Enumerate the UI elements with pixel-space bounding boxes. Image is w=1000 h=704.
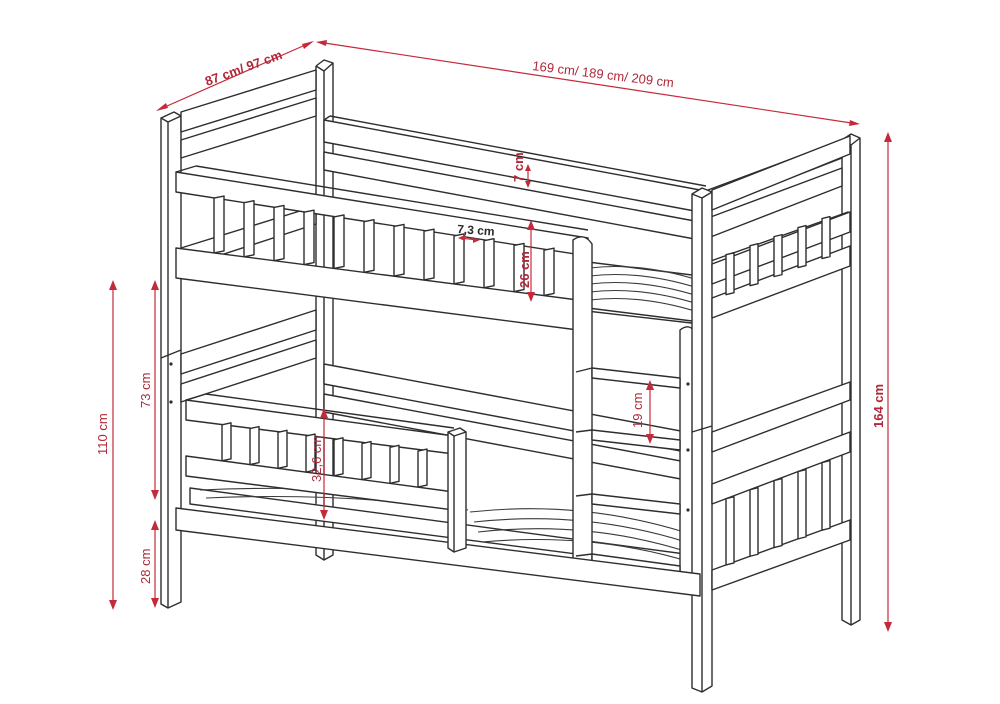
label-floor-clearance: 28 cm (138, 549, 153, 584)
upper-front-baluster (213, 195, 225, 254)
lower-front-baluster (361, 440, 372, 481)
lower-front-baluster (389, 444, 400, 485)
dimension-lines (109, 40, 892, 632)
lower-right-baluster (725, 496, 735, 566)
lower-right-baluster (749, 486, 759, 557)
lower-rail-end-post (447, 427, 467, 553)
label-ladder-step: 19 cm (630, 393, 645, 428)
label-slat-spacing: 7,3 cm (457, 222, 495, 239)
label-lower-height: 110 cm (95, 413, 110, 455)
post-front-right (686, 187, 713, 693)
post-front-left (160, 111, 182, 609)
label-rail-height-top: 26 cm (517, 251, 532, 288)
upper-front-balusters (213, 195, 555, 297)
upper-right-baluster (749, 242, 759, 287)
lower-front-baluster (305, 433, 316, 473)
upper-front-baluster (363, 219, 375, 273)
upper-front-baluster (333, 214, 345, 270)
lower-front-baluster (277, 429, 288, 470)
upper-front-baluster (243, 200, 255, 258)
lower-right-baluster (773, 477, 783, 549)
lower-right-baluster (821, 459, 831, 531)
upper-front-baluster (423, 228, 435, 281)
upper-front-baluster (453, 233, 465, 285)
upper-right-balusters (725, 215, 831, 296)
upper-front-baluster (393, 223, 405, 277)
label-depth: 87 cm/ 97 cm (203, 47, 284, 89)
post-back-right (841, 133, 861, 626)
upper-front-baluster (273, 204, 285, 262)
upper-front-baluster (543, 247, 555, 297)
lower-left-headboard (180, 309, 317, 403)
label-rail-height-bottom: 32,6 cm (309, 436, 324, 482)
label-total-height: 164 cm (871, 384, 886, 428)
upper-right-baluster (797, 224, 807, 269)
upper-front-baluster (303, 209, 315, 266)
upper-front-baluster (513, 242, 525, 293)
lower-right-balusters (725, 459, 831, 566)
upper-right-baluster (725, 252, 735, 296)
lower-front-baluster (417, 448, 428, 488)
lower-front-rail (175, 393, 701, 597)
label-rail-gap: 7 cm (511, 152, 526, 182)
lower-front-baluster (249, 425, 260, 466)
lower-front-baluster (333, 437, 344, 477)
lower-front-balusters (221, 422, 428, 488)
bunk-bed-drawing (160, 59, 861, 693)
label-lower-bed-to-top: 73 cm (138, 373, 153, 408)
lower-right-footboard (711, 381, 851, 591)
lower-right-baluster (797, 468, 807, 540)
lower-front-baluster (221, 422, 232, 462)
upper-right-baluster (773, 233, 783, 278)
upper-right-baluster (821, 215, 831, 260)
upper-front-baluster (483, 237, 495, 289)
